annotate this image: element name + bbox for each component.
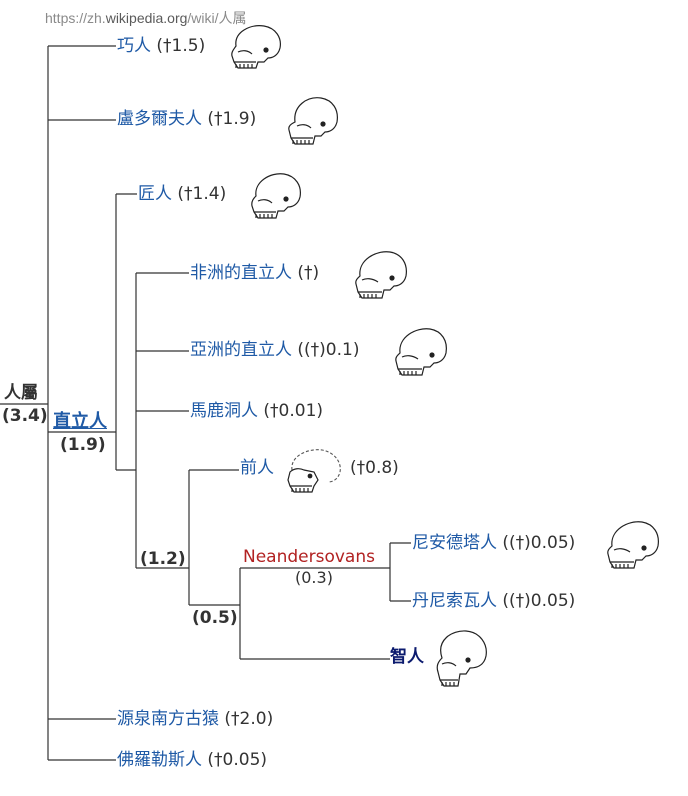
taxon-african-erectus[interactable]: 非洲的直立人 (†) [190, 263, 319, 283]
neandersovans-label[interactable]: Neandersovans [243, 547, 375, 567]
erectus-clade-name[interactable]: 直立人 [53, 411, 107, 432]
clade-0-5-age: (0.5) [192, 608, 238, 628]
taxon-name[interactable]: 馬鹿洞人 [190, 401, 258, 421]
taxon-name[interactable]: 亞洲的直立人 [190, 340, 292, 360]
taxon-name[interactable]: 巧人 [117, 36, 151, 56]
skull-icon [355, 251, 407, 299]
taxon-asian-erectus[interactable]: 亞洲的直立人 ((†)0.1) [190, 340, 359, 360]
taxon-name[interactable]: 尼安德塔人 [412, 533, 497, 553]
taxon-neanderthal[interactable]: 尼安德塔人 ((†)0.05) [412, 533, 575, 553]
clade-1-2-age: (1.2) [140, 549, 186, 569]
taxon-naledi[interactable]: 源泉南方古猿 (†2.0) [117, 709, 273, 729]
skull-icon [436, 630, 487, 687]
taxon-denisovan[interactable]: 丹尼索瓦人 ((†)0.05) [412, 591, 575, 611]
neandersovans-name[interactable]: Neandersovans [243, 547, 375, 567]
skull-icon [607, 521, 659, 569]
erectus-clade-age: (1.9) [60, 435, 106, 455]
taxon-extinct: ((†)0.05) [502, 591, 576, 611]
taxon-name[interactable]: 匠人 [138, 184, 172, 204]
taxon-floresiensis[interactable]: 佛羅勒斯人 (†0.05) [117, 750, 267, 770]
taxon-extinct: (†0.8) [350, 458, 399, 478]
taxon-antecessor-extinct: (†0.8) [350, 458, 399, 478]
taxon-name[interactable]: 盧多爾夫人 [117, 109, 202, 129]
taxon-extinct: (†2.0) [224, 709, 274, 729]
skull-icon [231, 25, 281, 69]
taxon-extinct: (†1.4) [177, 184, 227, 204]
taxon-extinct: ((†)0.1) [297, 340, 360, 360]
taxon-name[interactable]: 丹尼索瓦人 [412, 591, 497, 611]
neandersovans-age: (0.3) [295, 568, 333, 587]
taxon-red-deer-cave[interactable]: 馬鹿洞人 (†0.01) [190, 401, 323, 421]
skull-icon [251, 173, 301, 219]
taxon-extinct: (†1.5) [156, 36, 206, 56]
taxon-name[interactable]: 智人 [390, 647, 424, 667]
taxon-name[interactable]: 非洲的直立人 [190, 263, 292, 283]
taxon-extinct: (†1.9) [207, 109, 257, 129]
root-name: 人屬 [4, 383, 38, 403]
url-domain: wikipedia.org [105, 10, 188, 26]
skull-icon [395, 328, 447, 376]
taxon-sapiens[interactable]: 智人 [390, 647, 424, 667]
skull-icon [288, 97, 338, 145]
root-label: 人屬 [4, 383, 38, 403]
taxon-ergaster[interactable]: 匠人 (†1.4) [138, 184, 226, 204]
taxon-extinct: ((†)0.05) [502, 533, 576, 553]
taxon-name[interactable]: 佛羅勒斯人 [117, 750, 202, 770]
taxon-extinct: (†) [297, 263, 320, 283]
source-url[interactable]: https://zh.wikipedia.org/wiki/人属 [45, 8, 247, 28]
root-age: (3.4) [2, 406, 48, 426]
url-prefix: https://zh. [45, 10, 106, 26]
taxon-habilis[interactable]: 巧人 (†1.5) [117, 36, 205, 56]
taxon-rudolfensis[interactable]: 盧多爾夫人 (†1.9) [117, 109, 256, 129]
taxon-name[interactable]: 前人 [240, 458, 274, 478]
partial-skull-icon [287, 449, 341, 493]
taxon-name[interactable]: 源泉南方古猿 [117, 709, 219, 729]
taxon-extinct: (†0.05) [207, 750, 268, 770]
erectus-clade-label[interactable]: 直立人 [53, 412, 107, 432]
taxon-extinct: (†0.01) [263, 401, 324, 421]
url-path: /wiki/人属 [187, 10, 247, 26]
taxon-antecessor[interactable]: 前人 [240, 458, 274, 478]
